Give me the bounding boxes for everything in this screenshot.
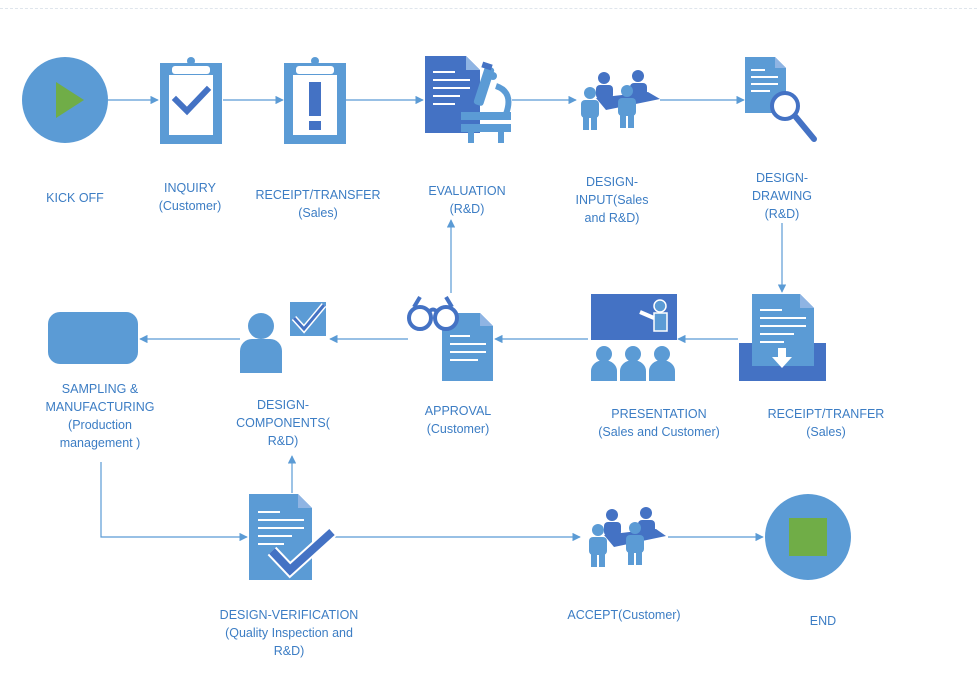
label-line: COMPONENTS( — [236, 416, 330, 430]
label-line: (R&D) — [449, 202, 485, 216]
node-label-receipt-transfer-2: RECEIPT/TRANFER (Sales) — [768, 405, 885, 441]
label-line: R&D) — [273, 644, 305, 658]
label-line: DRAWING — [752, 189, 812, 203]
team-meeting-icon — [581, 70, 660, 130]
person-checkbox-icon — [240, 302, 327, 373]
node-label-approval: APPROVAL (Customer) — [425, 402, 491, 438]
label-line: (Customer) — [158, 199, 222, 213]
document-glasses-icon — [407, 295, 493, 381]
label-line: (Customer) — [426, 422, 490, 436]
presentation-audience-icon — [591, 294, 677, 381]
label-line: (Sales and Customer) — [598, 425, 720, 439]
label-line: DESIGN- — [256, 398, 310, 412]
label-line: RECEIPT/TRANSFER — [255, 188, 381, 202]
stop-circle-icon — [765, 494, 851, 580]
inbox-document-icon — [739, 294, 826, 381]
label-line: and R&D) — [584, 211, 640, 225]
label-line: SAMPLING & — [61, 382, 139, 396]
node-label-accept: ACCEPT(Customer) — [567, 606, 680, 624]
label-line: management ) — [59, 436, 141, 450]
node-label-receipt-transfer-1: RECEIPT/TRANSFER (Sales) — [255, 186, 380, 222]
label-line: INPUT(Sales — [575, 193, 649, 207]
node-label-inquiry: INQUIRY (Customer) — [159, 179, 222, 215]
clipboard-exclamation-icon — [284, 57, 346, 144]
label-line: DESIGN- — [585, 175, 639, 189]
document-microscope-icon — [425, 56, 512, 143]
node-label-presentation: PRESENTATION (Sales and Customer) — [598, 405, 720, 441]
node-label-sampling-manufacturing: SAMPLING & MANUFACTURING (Production man… — [45, 380, 154, 452]
node-label-design-input: DESIGN- INPUT(Sales and R&D) — [576, 173, 649, 227]
node-label-design-verification: DESIGN-VERIFICATION (Quality Inspection … — [220, 606, 359, 660]
label-line: (Quality Inspection and — [225, 626, 353, 640]
label-line: ACCEPT(Customer) — [567, 608, 681, 622]
clipboard-check-icon — [160, 57, 222, 144]
label-line: (R&D) — [764, 207, 800, 221]
edge-sampling-verification — [100, 462, 248, 542]
edges — [100, 95, 787, 542]
team-meeting-icon — [589, 507, 666, 567]
label-line: EVALUATION — [428, 184, 506, 198]
label-line: DESIGN- — [755, 171, 809, 185]
document-checkmark-icon — [249, 494, 337, 580]
label-line: APPROVAL — [424, 404, 492, 418]
play-circle-icon — [22, 57, 108, 143]
label-line: R&D) — [267, 434, 299, 448]
label-line: MANUFACTURING — [45, 400, 155, 414]
label-line: (Sales) — [806, 425, 846, 439]
node-label-kick-off: KICK OFF — [46, 189, 104, 207]
label-line: END — [809, 614, 837, 628]
label-line: DESIGN-VERIFICATION — [219, 608, 359, 622]
label-line: PRESENTATION — [611, 407, 707, 421]
document-magnifier-icon — [745, 57, 817, 142]
label-line: RECEIPT/TRANFER — [767, 407, 885, 421]
label-line: KICK OFF — [46, 191, 104, 205]
node-label-design-drawing: DESIGN- DRAWING (R&D) — [752, 169, 812, 223]
node-label-end: END — [810, 612, 836, 630]
label-line: INQUIRY — [164, 181, 216, 195]
top-dashed-line — [0, 8, 977, 9]
label-line: (Sales) — [298, 206, 338, 220]
label-line: (Production — [68, 418, 132, 432]
node-label-design-components: DESIGN- COMPONENTS( R&D) — [236, 396, 330, 450]
node-label-evaluation: EVALUATION (R&D) — [428, 182, 505, 218]
rounded-rectangle-shape — [48, 312, 138, 364]
